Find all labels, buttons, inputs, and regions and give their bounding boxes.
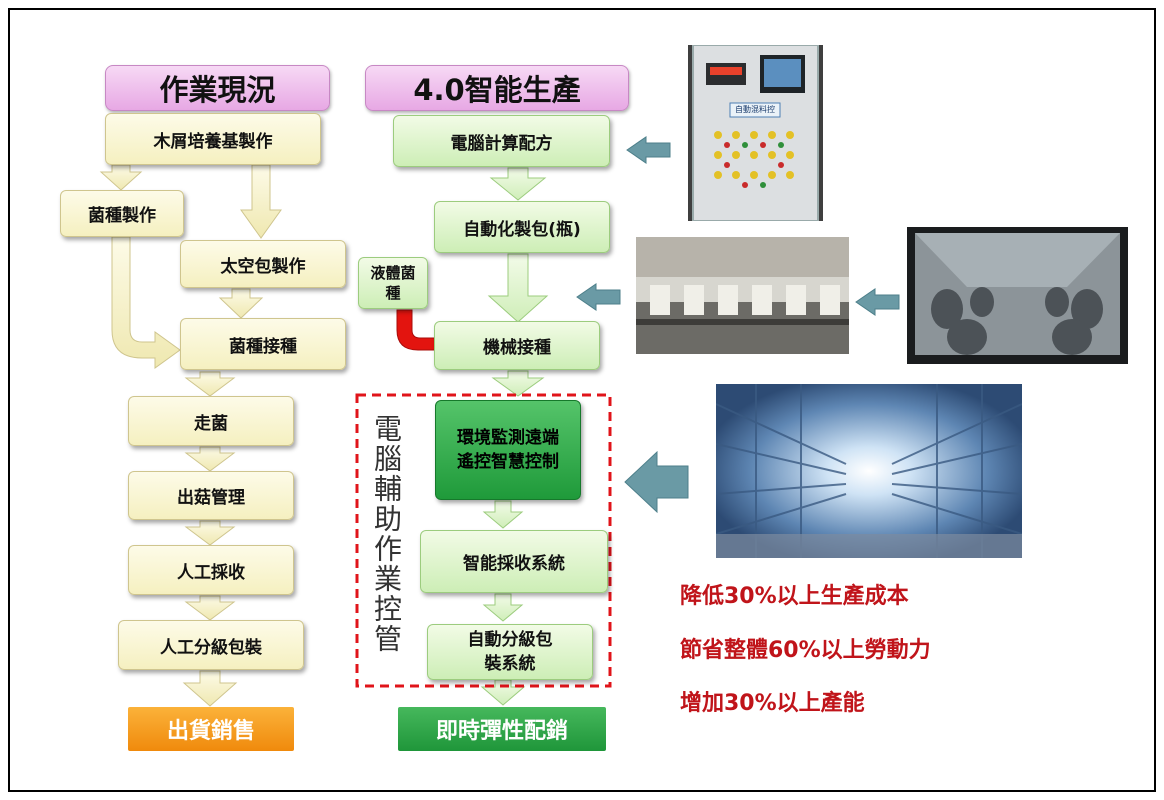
photo-cultivation-room (716, 384, 1022, 558)
down-arrow (482, 500, 524, 529)
down-arrow (491, 370, 545, 397)
step-auto-bagging: 自動化製包(瓶) (434, 201, 610, 253)
monitor-screen-image (907, 227, 1128, 364)
benefit-capacity-increase: 增加30%以上產能 (680, 691, 865, 716)
step-space-bag: 太空包製作 (180, 240, 346, 288)
down-arrow (184, 595, 236, 621)
photo-bagging-machine (636, 237, 849, 354)
teal-arrows (576, 136, 900, 514)
curved-arrow (111, 236, 181, 369)
dashed-group-border (355, 393, 612, 688)
cultivation-room-image (716, 384, 1022, 558)
step-computed-formula: 電腦計算配方 (393, 115, 610, 167)
left-header: 作業現況 (105, 65, 330, 111)
left-arrow (855, 288, 900, 316)
down-arrow (218, 288, 264, 319)
step-manual-grading: 人工分級包裝 (118, 620, 304, 670)
benefit-cost-reduction: 降低30%以上生產成本 (680, 584, 909, 609)
down-arrow (184, 520, 236, 546)
slide-frame (8, 8, 1156, 792)
photo-control-panel: 自動混料控制 (688, 45, 823, 221)
step-fruiting-management: 出菇管理 (128, 471, 294, 520)
group-label-vertical: 電腦輔助作業控管 (370, 414, 403, 654)
output-realtime-distribution: 即時彈性配銷 (398, 707, 606, 751)
step-manual-harvest: 人工採收 (128, 545, 294, 595)
step-machine-inoculation: 機械接種 (434, 321, 600, 370)
down-arrow (489, 167, 547, 201)
down-arrow (482, 593, 524, 622)
step-environment-monitoring: 環境監測遠端遙控智慧控制 (435, 400, 581, 500)
control-panel-label: 自動混料控制 (735, 105, 775, 114)
output-shipping-sales: 出貨銷售 (128, 707, 294, 751)
step-sawdust-substrate: 木屑培養基製作 (105, 113, 321, 165)
down-arrow (184, 446, 236, 472)
down-arrow (182, 670, 238, 707)
down-arrow (184, 371, 236, 397)
step-mycelium-run: 走菌 (128, 396, 294, 446)
side-liquid-spawn: 液體菌種 (358, 257, 428, 309)
step-smart-harvest: 智能採收系統 (420, 530, 608, 593)
control-panel-image (692, 45, 819, 221)
step-inoculation: 菌種接種 (180, 318, 346, 370)
middle-column-arrows (480, 167, 549, 706)
down-arrow (240, 164, 282, 239)
step-spawn-making: 菌種製作 (60, 190, 184, 237)
left-arrow (624, 450, 689, 514)
left-arrow (576, 283, 621, 311)
benefit-labor-saving: 節省整體60%以上勞動力 (680, 638, 931, 663)
down-arrow (487, 253, 549, 323)
photo-monitor-screen (907, 227, 1128, 364)
down-arrow (480, 679, 526, 706)
down-arrow (99, 164, 143, 191)
bagging-machine-image (636, 237, 849, 354)
left-arrow (626, 136, 671, 164)
left-column-arrows (99, 164, 282, 707)
step-auto-grading-packing: 自動分級包裝系統 (427, 624, 593, 680)
middle-header: 4.0智能生產 (365, 65, 629, 111)
